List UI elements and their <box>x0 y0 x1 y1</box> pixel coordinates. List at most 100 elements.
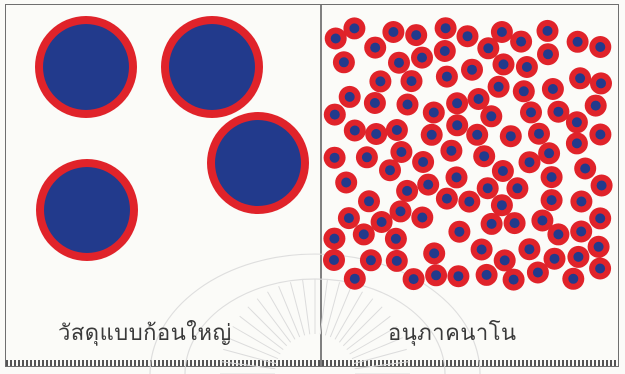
nano-particle <box>423 242 445 264</box>
nano-particle <box>434 40 456 62</box>
nano-particle <box>333 51 355 73</box>
nano-particle-core <box>595 130 605 140</box>
nano-particle-core <box>486 111 496 121</box>
nano-particle-core <box>575 73 585 83</box>
caption-nanoparticles: อนุภาคนาโน <box>388 315 517 350</box>
nano-particle <box>588 236 610 258</box>
nano-particle <box>324 104 346 126</box>
nano-particle-core <box>547 195 557 205</box>
nano-particle-core <box>576 227 586 237</box>
nano-particle-core <box>500 255 510 265</box>
nano-particle-core <box>344 213 354 223</box>
nano-particle <box>476 264 498 286</box>
nano-particle <box>590 72 612 94</box>
nano-particles <box>323 17 613 290</box>
nano-particle <box>425 264 447 286</box>
nano-particle <box>518 238 540 260</box>
nano-particle <box>494 249 516 271</box>
nano-particle-core <box>385 165 395 175</box>
nano-particle-core <box>370 43 380 53</box>
nano-particle <box>421 124 443 146</box>
nano-particle <box>397 94 419 116</box>
nano-particle-core <box>516 37 526 47</box>
nano-particle-core <box>366 255 376 265</box>
nano-particle <box>538 142 560 164</box>
nano-particle <box>477 177 499 199</box>
nano-particle <box>461 59 483 81</box>
nano-particle <box>343 17 365 39</box>
nano-particle <box>457 25 479 47</box>
nano-particle <box>323 228 345 250</box>
nano-particle <box>353 223 375 245</box>
nano-particle <box>440 140 462 162</box>
nano-particle <box>519 151 541 173</box>
bulk-particle <box>207 112 309 214</box>
nano-particle <box>570 191 592 213</box>
nano-particle-core <box>568 274 578 284</box>
nano-particle-core <box>345 92 355 102</box>
nano-particle-core <box>349 23 359 33</box>
nano-particle <box>423 102 445 124</box>
nano-particle <box>468 88 490 110</box>
bulk-particle-core <box>43 24 129 110</box>
nano-particle-core <box>543 26 553 36</box>
nano-particle-core <box>329 234 339 244</box>
nano-particle-core <box>533 268 543 278</box>
nano-particle-core <box>362 152 372 162</box>
nano-particle-core <box>472 130 482 140</box>
nano-particle-core <box>519 86 529 96</box>
nano-particle-core <box>477 245 487 255</box>
nano-particle <box>477 37 499 59</box>
nano-particle-core <box>403 100 413 110</box>
nano-particle <box>541 189 563 211</box>
nano-particle <box>386 119 408 141</box>
nano-particle <box>547 101 569 123</box>
nano-particle <box>471 239 493 261</box>
nano-particle-core <box>431 270 441 280</box>
nano-particle <box>412 151 434 173</box>
nano-particle-core <box>392 125 402 135</box>
nano-particle <box>562 268 584 290</box>
nano-particle-core <box>350 126 360 136</box>
nano-particle-core <box>572 117 582 127</box>
nano-particle <box>466 124 488 146</box>
nano-particle-core <box>543 49 553 59</box>
nano-particle <box>492 160 514 182</box>
nano-particle-core <box>524 244 534 254</box>
nano-particle-core <box>544 148 554 158</box>
nano-particle <box>473 145 495 167</box>
nano-particle-core <box>411 30 421 40</box>
nano-particle-core <box>595 42 605 52</box>
nano-particle-core <box>339 57 349 67</box>
nano-particle <box>365 123 387 145</box>
nano-particle-core <box>417 53 427 63</box>
nano-particle <box>324 147 346 169</box>
nano-particle <box>569 67 591 89</box>
nano-particle-core <box>553 229 563 239</box>
nano-particle-core <box>331 34 341 44</box>
caption-bulk-material: วัสดุแบบก้อนใหญ่ <box>58 315 232 350</box>
nano-particle-core <box>553 107 563 117</box>
nano-particle-core <box>573 252 583 262</box>
nano-particle-core <box>423 180 433 190</box>
nano-particle-core <box>442 194 452 204</box>
nano-particle <box>382 21 404 43</box>
nano-particle <box>567 246 589 268</box>
nano-particle <box>541 166 563 188</box>
nano-particle-core <box>537 216 547 226</box>
nano-particle <box>411 47 433 69</box>
nano-particle <box>481 213 503 235</box>
nano-particle-core <box>483 43 493 53</box>
nano-particle-core <box>548 84 558 94</box>
nano-particle <box>488 76 510 98</box>
nano-particle-core <box>417 213 427 223</box>
nano-particle <box>589 36 611 58</box>
nano-particle <box>513 80 535 102</box>
nano-particle-core <box>359 229 369 239</box>
nano-particle-core <box>446 146 456 156</box>
nano-particle-core <box>452 120 462 130</box>
nano-particle <box>585 95 607 117</box>
nano-particle <box>589 124 611 146</box>
nano-particle <box>396 180 418 202</box>
bulk-particle-core <box>215 120 301 206</box>
